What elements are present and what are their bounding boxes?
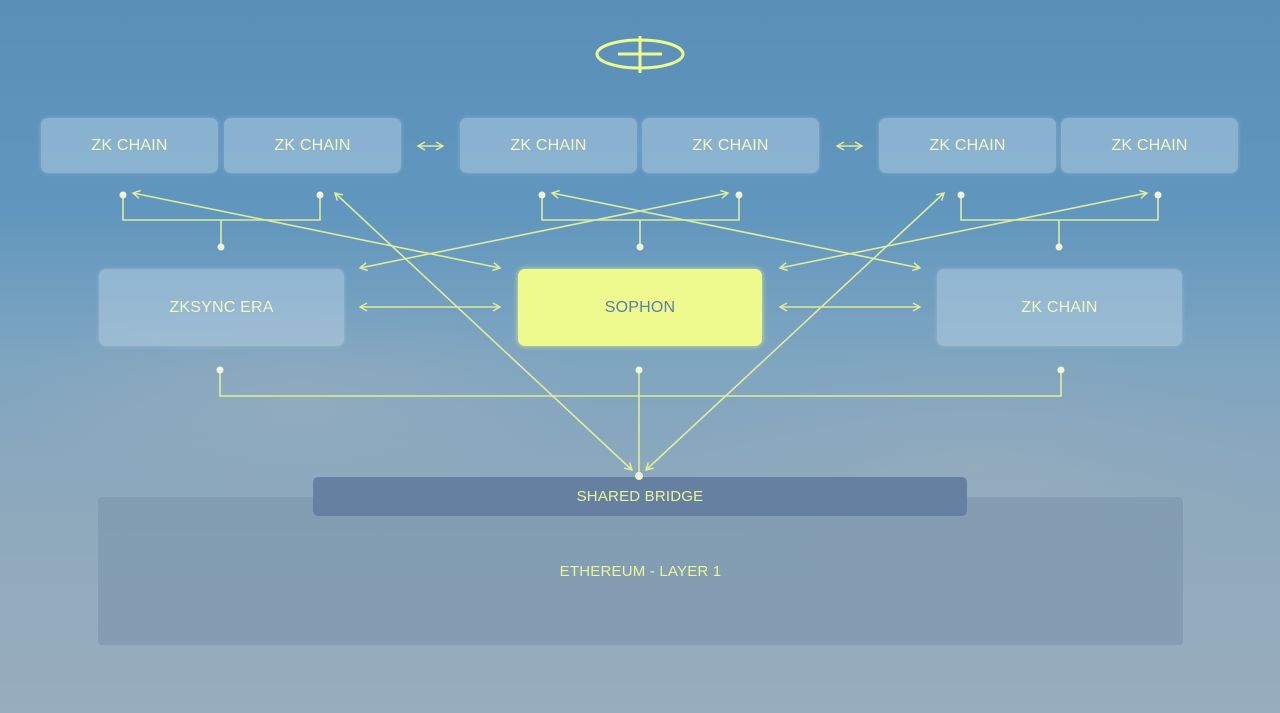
connector-dot bbox=[119, 191, 127, 199]
arrow-group1-sophon bbox=[131, 189, 502, 272]
arrow-group2-zkchain bbox=[550, 189, 922, 272]
zk-chain-label: ZK CHAIN bbox=[510, 136, 587, 154]
bracket-group-3 bbox=[960, 195, 1159, 247]
connector-dot bbox=[316, 191, 324, 199]
bracket-group-1 bbox=[122, 195, 321, 247]
connector-dot bbox=[735, 191, 743, 199]
connector-dot bbox=[538, 191, 546, 199]
connector-dot bbox=[957, 191, 965, 199]
connector-dot bbox=[635, 366, 643, 374]
zk-chain-box: ZK CHAIN bbox=[642, 118, 819, 173]
zk-chain-label: ZK CHAIN bbox=[274, 136, 351, 154]
zk-chain-box: ZK CHAIN bbox=[460, 118, 637, 173]
zk-chain-box: ZK CHAIN bbox=[224, 118, 401, 173]
sophon-box: SOPHON bbox=[518, 269, 762, 346]
arrow-group3-bridge bbox=[644, 191, 946, 472]
zk-chain-label: ZK CHAIN bbox=[929, 136, 1006, 154]
zksync-era-box: ZKSYNC ERA bbox=[99, 269, 344, 346]
zk-chain-label: ZK CHAIN bbox=[692, 136, 769, 154]
zk-chain-box: ZK CHAIN bbox=[1061, 118, 1238, 173]
zk-chain-box: ZK CHAIN bbox=[879, 118, 1056, 173]
ethereum-layer1-box: ETHEREUM - LAYER 1 bbox=[98, 497, 1183, 645]
zk-chain-box: ZK CHAIN bbox=[41, 118, 218, 173]
zk-chain-middle-box: ZK CHAIN bbox=[937, 269, 1182, 346]
connector-dot bbox=[636, 243, 644, 251]
sophon-logo-icon bbox=[595, 36, 685, 73]
connector-dot bbox=[1055, 243, 1063, 251]
connector-dot bbox=[1154, 191, 1162, 199]
arrow-sophon-group3 bbox=[778, 189, 1149, 272]
connector-dot bbox=[635, 472, 643, 480]
arrow-group1-bridge bbox=[333, 191, 634, 472]
zksync-era-label: ZKSYNC ERA bbox=[169, 298, 274, 316]
connector-dot bbox=[216, 366, 224, 374]
arrow-era-group2 bbox=[358, 189, 730, 272]
connector-dot bbox=[217, 243, 225, 251]
sophon-label: SOPHON bbox=[604, 298, 676, 316]
bracket-group-2 bbox=[541, 195, 740, 247]
zk-chain-label: ZK CHAIN bbox=[1111, 136, 1188, 154]
zk-chain-middle-label: ZK CHAIN bbox=[1021, 298, 1098, 316]
shared-bridge-box: SHARED BRIDGE bbox=[313, 477, 967, 516]
connector-dot bbox=[1057, 366, 1065, 374]
zk-chain-label: ZK CHAIN bbox=[91, 136, 168, 154]
ethereum-layer1-label: ETHEREUM - LAYER 1 bbox=[559, 562, 722, 580]
bracket-middle-to-bridge bbox=[219, 370, 1062, 475]
shared-bridge-label: SHARED BRIDGE bbox=[576, 488, 704, 505]
